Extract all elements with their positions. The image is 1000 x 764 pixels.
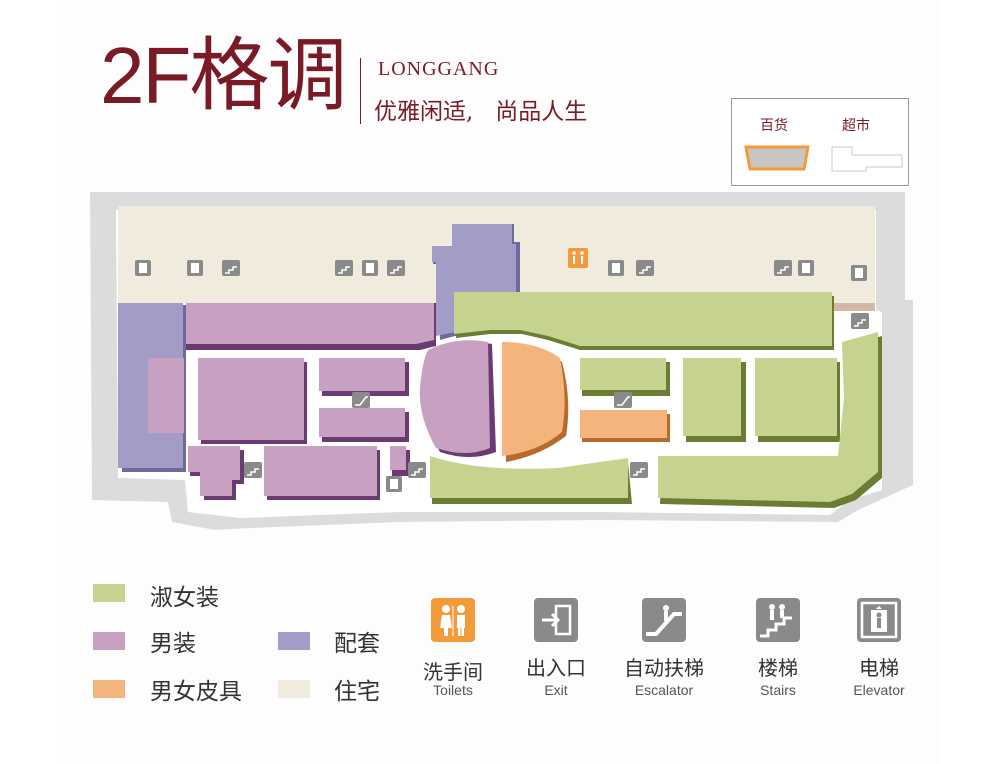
map-elevator-icon (851, 265, 867, 281)
legend-swatch-mens (93, 632, 125, 650)
toilet-icon (431, 598, 475, 642)
ladies-strip-top (454, 292, 832, 346)
legend-label-mens: 男装 (150, 631, 196, 657)
legend-label-leather: 男女皮具 (150, 679, 242, 705)
mens-block-3 (319, 408, 405, 437)
ladies-block-1 (580, 358, 666, 390)
map-elevator-icon (608, 260, 624, 276)
map-stairs-icon (408, 462, 426, 478)
mens-block-6 (390, 446, 406, 470)
map-stairs-icon (630, 462, 648, 478)
ladies-block-5 (658, 332, 878, 502)
facility-label-stairs: 楼梯 (758, 656, 798, 680)
key-label-department-store: 百货 (760, 118, 788, 134)
mens-strip-top (186, 303, 434, 344)
map-elevator-icon (386, 476, 402, 492)
map-stairs-icon (244, 462, 262, 478)
supermarket-swatch (831, 146, 903, 172)
exit-icon (534, 598, 578, 642)
facility-label-elevator-en: Elevator (853, 682, 905, 698)
facility-label-escalator-en: Escalator (634, 682, 694, 698)
mens-block-oval (419, 340, 490, 453)
legend-swatch-ladies (93, 584, 125, 602)
leather-block-2 (580, 410, 667, 438)
map-elevator-icon (362, 260, 378, 276)
legend-label-ladies: 淑女装 (150, 585, 219, 611)
map-elevator-icon (187, 260, 203, 276)
title-divider (360, 58, 361, 124)
store-type-key: 百货 超市 (731, 98, 909, 186)
mens-block-5 (264, 446, 377, 496)
floor-plan (90, 192, 913, 530)
map-stairs-icon (774, 260, 792, 276)
legend-label-residential: 住宅 (334, 679, 380, 705)
slogan: 优雅闲适, 尚品人生 (374, 99, 588, 125)
map-stairs-icon (851, 313, 869, 329)
facility-label-elevator: 电梯 (859, 656, 899, 680)
legend-swatch-leather (93, 680, 125, 698)
mens-block-2 (319, 358, 405, 391)
map-stairs-icon (335, 260, 353, 276)
legend-swatch-support (278, 632, 310, 650)
department-store-swatch (744, 145, 810, 171)
facility-label-exit-en: Exit (544, 682, 568, 698)
floor-title: 2F格调 (100, 31, 347, 120)
facility-label-exit: 出入口 (526, 656, 586, 680)
mens-block-4 (188, 446, 240, 496)
map-stairs-icon (636, 260, 654, 276)
facility-label-escalator: 自动扶梯 (624, 656, 704, 680)
map-escalator-icon (352, 392, 370, 408)
key-label-supermarket: 超市 (842, 118, 870, 134)
legend-swatch-residential (278, 680, 310, 698)
map-toilet-icon (568, 248, 588, 268)
map-elevator-icon (135, 260, 151, 276)
ladies-block-3 (755, 358, 837, 436)
mens-inset-left (148, 358, 184, 433)
escalator-icon (642, 598, 686, 642)
map-elevator-icon (798, 260, 814, 276)
map-escalator-icon (614, 392, 632, 408)
elevator-icon (857, 598, 901, 642)
facility-label-toilets-en: Toilets (433, 682, 473, 698)
location-name: LONGGANG (378, 58, 500, 80)
map-stairs-icon (387, 260, 405, 276)
ladies-block-4 (430, 456, 628, 498)
mens-block-1 (198, 358, 304, 440)
map-stairs-icon (222, 260, 240, 276)
key-swatches (744, 145, 903, 172)
stairs-icon (756, 598, 800, 642)
leather-block-oval (502, 342, 565, 456)
residential-zone-notch (833, 303, 875, 311)
facility-label-toilets: 洗手间 (423, 660, 483, 684)
legend-label-support: 配套 (334, 631, 380, 657)
ladies-block-2 (683, 358, 741, 436)
facility-label-stairs-en: Stairs (760, 682, 796, 698)
